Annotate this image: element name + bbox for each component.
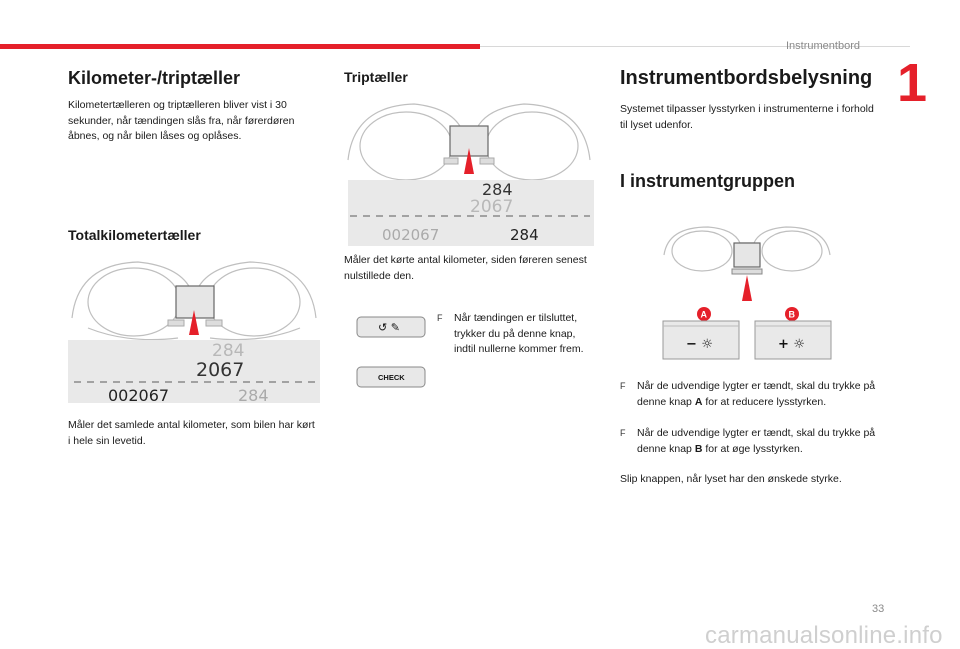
watermark: carmanualsonline.info <box>705 622 943 649</box>
trip-illustration: 284 2067 002067 284 <box>347 103 594 246</box>
bullet-increase-text: Når de udvendige lygter er tændt, skal d… <box>637 427 876 455</box>
odometer-intro: Kilometertælleren og triptælleren bliver… <box>68 99 295 142</box>
section-label: Instrumentbord <box>786 40 860 52</box>
label-b: B <box>789 310 796 320</box>
check-button-illustration: CHECK <box>356 366 426 388</box>
reset-button-illustration: ↺ ✎ <box>356 316 426 338</box>
brightness-illustration: A B − ☼ + ☼ <box>662 226 832 360</box>
trip-lcd-odometer: 002067 <box>382 226 439 244</box>
release-text: Slip knappen, når lyset har den ønskede … <box>620 473 842 485</box>
bullet-reduce-text: Når de udvendige lygter er tændt, skal d… <box>637 380 876 408</box>
bullet-mark: F <box>437 313 443 323</box>
trip-lcd-total-big: 2067 <box>470 197 513 217</box>
odometer-title: Kilometer-/triptæller <box>68 68 241 88</box>
chapter-number: 1 <box>897 53 928 113</box>
trip-lcd-trip: 284 <box>510 226 539 244</box>
trip-lcd-trip-big: 284 <box>482 180 513 199</box>
minus-brightness-button: − ☼ <box>686 337 713 352</box>
plus-brightness-button: + ☼ <box>778 337 805 352</box>
header-divider <box>480 46 910 47</box>
bullet-mark: F <box>620 428 626 438</box>
label-a: A <box>701 310 708 320</box>
total-odometer-illustration: 284 2067 002067 284 <box>68 261 320 403</box>
reset-button-symbol: ↺ ✎ <box>378 321 400 334</box>
instrument-group-title: I instrumentgruppen <box>620 171 795 191</box>
reset-bullet-text: Når tændingen er tilsluttet, trykker du … <box>454 312 584 355</box>
lighting-title: Instrumentbordsbelysning <box>620 67 873 89</box>
total-odometer-text: Måler det samlede antal kilometer, som b… <box>68 419 315 447</box>
lcd-total-big: 2067 <box>196 359 244 381</box>
total-odometer-title: Totalkilometertæller <box>68 227 201 243</box>
header-red-bar <box>0 44 480 49</box>
bullet-mark: F <box>620 381 626 391</box>
trip-text: Måler det kørte antal kilometer, siden f… <box>344 254 587 282</box>
check-button-label: CHECK <box>378 373 405 382</box>
lcd-trip: 284 <box>238 386 269 403</box>
lcd-odometer: 002067 <box>108 386 169 403</box>
lighting-intro: Systemet tilpasser lysstyrken i instrume… <box>620 103 874 131</box>
lcd-trip-big: 284 <box>212 341 244 361</box>
trip-title: Triptæller <box>344 69 408 85</box>
page-number: 33 <box>872 603 885 615</box>
